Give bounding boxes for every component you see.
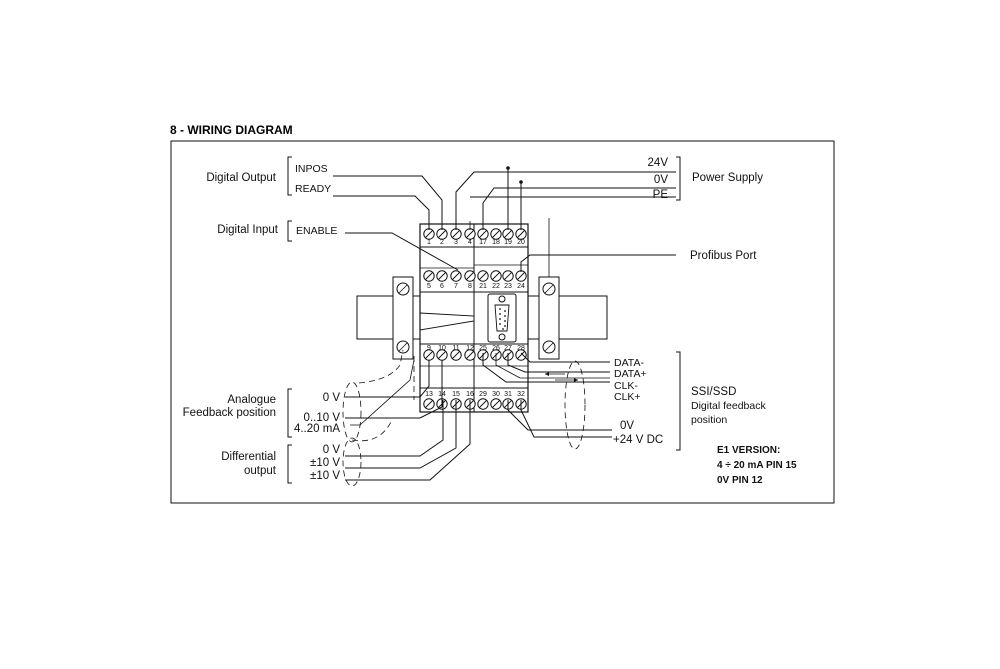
power-supply-label: Power Supply	[692, 172, 763, 184]
terminal-screw-30	[490, 398, 502, 410]
terminal-screw-17	[477, 228, 489, 240]
terminal-screw-21	[477, 270, 489, 282]
terminal-screw-3	[450, 228, 462, 240]
v24dc-label: +24 V DC	[613, 434, 663, 446]
terminal-number-10: 10	[438, 345, 446, 352]
terminal-screw-20	[515, 228, 527, 240]
terminal-number-5: 5	[427, 283, 431, 290]
terminal-number-32: 32	[517, 391, 525, 398]
terminal-number-13: 13	[425, 391, 433, 398]
terminal-screw-12	[464, 349, 476, 361]
terminal-number-24: 24	[517, 283, 525, 290]
terminal-screw-22	[490, 270, 502, 282]
e1-version-note-line1: E1 VERSION:	[717, 445, 780, 456]
analogue-label-line2: Feedback position	[183, 407, 276, 419]
profibus-port-label: Profibus Port	[690, 250, 757, 262]
terminal-number-1: 1	[427, 239, 431, 246]
terminal-number-31: 31	[504, 391, 512, 398]
ov-label: 0V	[620, 420, 634, 432]
analogue-0-10v-label: 0..10 V	[304, 412, 341, 424]
terminal-number-8: 8	[468, 283, 472, 290]
terminal-screw-7	[450, 270, 462, 282]
ready-label: READY	[295, 183, 331, 195]
pe-label: PE	[653, 189, 669, 201]
terminal-screw-24	[515, 270, 527, 282]
terminal-number-21: 21	[479, 283, 487, 290]
differential-label-line2: output	[244, 465, 277, 477]
terminal-number-7: 7	[454, 283, 458, 290]
inpos-label: INPOS	[295, 163, 328, 175]
terminal-screw-1	[423, 228, 435, 240]
clk-plus-label: CLK+	[614, 391, 641, 403]
differential-label-line1: Differential	[221, 451, 276, 463]
terminal-number-12: 12	[466, 345, 474, 352]
digital-output-label: Digital Output	[206, 172, 276, 184]
terminal-number-9: 9	[427, 345, 431, 352]
terminal-number-26: 26	[492, 345, 500, 352]
terminal-number-3: 3	[454, 239, 458, 246]
terminal-number-18: 18	[492, 239, 500, 246]
v0-label: 0V	[654, 174, 668, 186]
wiring	[287, 156, 681, 487]
terminal-number-25: 25	[479, 345, 487, 352]
terminal-screw-28	[515, 349, 527, 361]
digital-input-label: Digital Input	[217, 224, 279, 236]
diff-0v-label: 0 V	[323, 444, 341, 456]
terminal-screw-13	[423, 398, 435, 410]
terminal-number-29: 29	[479, 391, 487, 398]
digital-feedback-label: Digital feedback	[691, 400, 766, 412]
terminal-screw-8	[464, 270, 476, 282]
terminal-number-19: 19	[504, 239, 512, 246]
page-title: 8 - WIRING DIAGRAM	[170, 123, 293, 137]
diff-pos10v-label: ±10 V	[310, 457, 340, 469]
right-rail-clamp	[538, 276, 560, 360]
clk-minus-label: CLK-	[614, 380, 638, 392]
v24-label: 24V	[648, 157, 669, 169]
enable-label: ENABLE	[296, 225, 337, 237]
terminal-number-17: 17	[479, 239, 487, 246]
terminal-screw-2	[436, 228, 448, 240]
left-rail-clamp	[392, 276, 414, 360]
terminal-number-23: 23	[504, 283, 512, 290]
terminal-screw-29	[477, 398, 489, 410]
data-plus-label: DATA+	[614, 368, 647, 380]
analogue-0v-label: 0 V	[323, 392, 341, 404]
terminal-number-11: 11	[452, 345, 459, 352]
terminal-number-28: 28	[517, 345, 525, 352]
terminal-screw-4	[464, 228, 476, 240]
analogue-4-20ma-label: 4..20 mA	[294, 423, 340, 435]
terminal-number-6: 6	[440, 283, 444, 290]
terminal-number-15: 15	[452, 391, 460, 398]
position-label: position	[691, 414, 727, 426]
diff-neg10v-label: ±10 V	[310, 470, 340, 482]
terminal-number-2: 2	[440, 239, 444, 246]
profibus-db9-connector	[487, 293, 517, 343]
terminal-screw-5	[423, 270, 435, 282]
terminal-number-27: 27	[504, 345, 512, 352]
terminal-screw-11	[450, 349, 462, 361]
terminal-number-20: 20	[517, 239, 525, 246]
module-body	[419, 218, 550, 413]
analogue-label-line1: Analogue	[227, 394, 276, 406]
ssi-ssd-label: SSI/SSD	[691, 386, 736, 398]
terminal-screw-23	[502, 270, 514, 282]
terminal-screw-18	[490, 228, 502, 240]
terminal-number-30: 30	[492, 391, 500, 398]
terminal-screw-6	[436, 270, 448, 282]
diagram-frame	[170, 140, 835, 504]
terminal-number-16: 16	[466, 391, 474, 398]
terminal-number-4: 4	[468, 239, 472, 246]
e1-version-note-line2: 4 ÷ 20 mA PIN 15	[717, 460, 797, 471]
e1-version-note-line3: 0V PIN 12	[717, 475, 763, 486]
terminal-number-22: 22	[492, 283, 500, 290]
data-minus-label: DATA-	[614, 357, 644, 369]
terminal-screw-19	[502, 228, 514, 240]
